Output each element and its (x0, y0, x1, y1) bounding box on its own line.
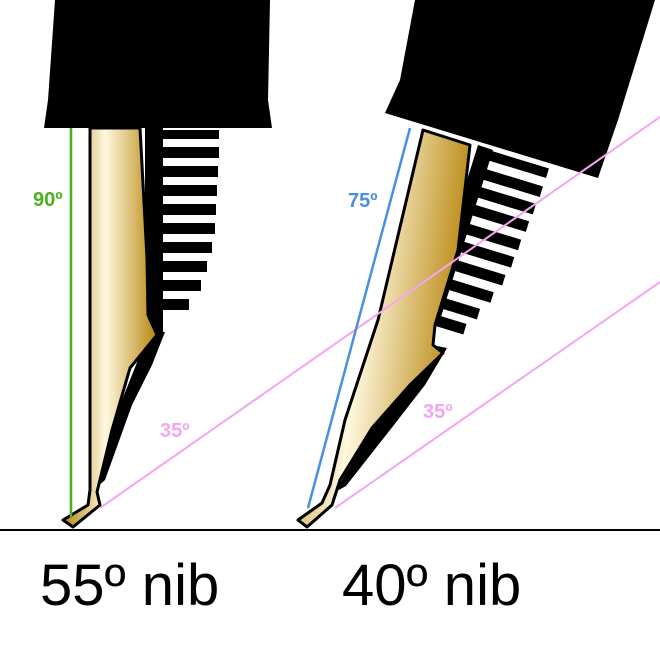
right-nib-angle-label: 35º (423, 401, 453, 423)
left-nib-line (99, 116, 660, 509)
right-pen-holder (385, 0, 655, 178)
right-caption: 40º nib (342, 553, 521, 618)
right-holder-angle-label: 75º (348, 190, 378, 212)
left-nib-icon (61, 126, 159, 529)
left-pen (44, 0, 272, 529)
left-vertical-angle-label: 90º (33, 189, 63, 211)
left-caption: 55º nib (40, 553, 219, 618)
right-nib-line (334, 281, 660, 509)
left-nib-angle-label: 35º (160, 420, 190, 442)
right-holder-line (306, 127, 412, 509)
left-feed-icon (96, 128, 219, 488)
left-pen-holder (44, 0, 272, 128)
reference-lines (0, 116, 660, 531)
right-nib-icon (296, 128, 472, 529)
right-pen (296, 0, 655, 529)
